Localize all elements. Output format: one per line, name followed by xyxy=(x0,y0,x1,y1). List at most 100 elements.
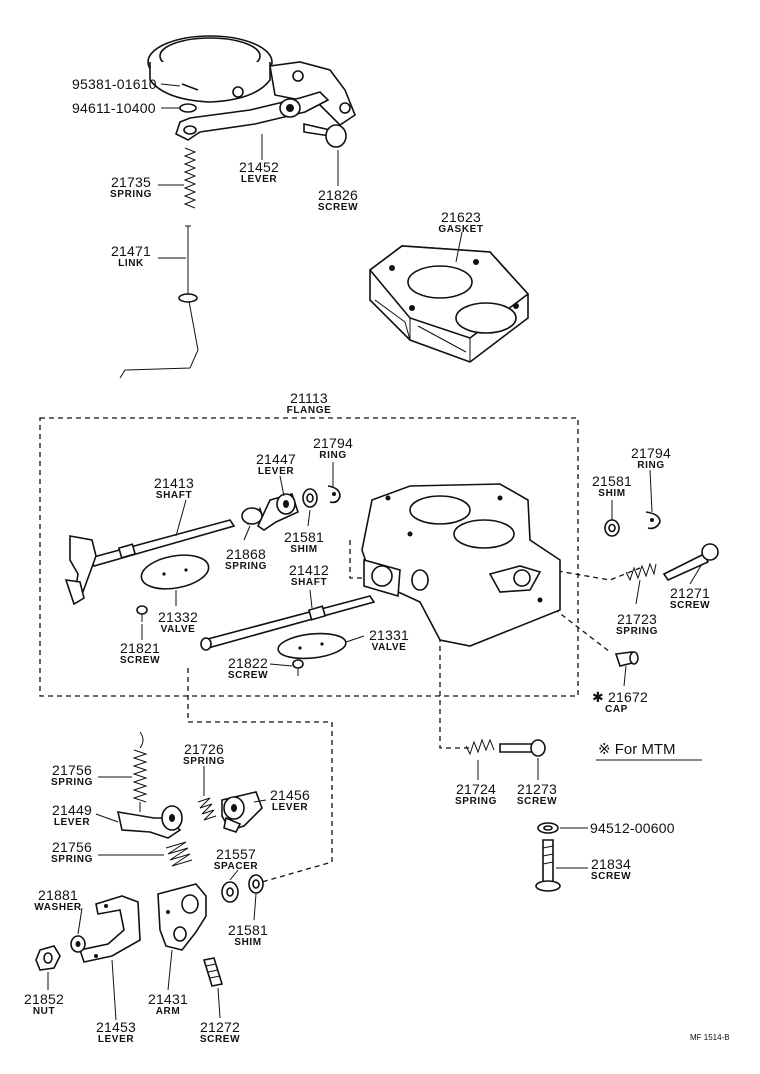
spring-21724-drawing xyxy=(465,738,495,756)
spring-21756-upper-drawing xyxy=(132,731,148,812)
part-number: 21581 xyxy=(228,922,268,938)
nut-21852-drawing xyxy=(35,945,61,971)
part-name: SCREW xyxy=(317,202,359,213)
label-21821: 21821 SCREW xyxy=(120,641,160,666)
footer-code: MF 1514-B xyxy=(690,1033,730,1042)
part-number: 21332 xyxy=(158,609,198,625)
part-name: SHIM xyxy=(234,937,262,948)
spring-21726-drawing xyxy=(197,797,217,821)
part-number: 21794 xyxy=(313,435,353,451)
washer-94512-drawing xyxy=(537,822,559,834)
part-number: 21821 xyxy=(120,640,160,656)
part-name: CAP xyxy=(605,704,628,715)
part-name: SCREW xyxy=(119,655,161,666)
label-21672: ✱ 21672 CAP xyxy=(592,690,648,715)
flange-group-boundary xyxy=(39,417,641,883)
part-name: GASKET xyxy=(438,224,484,235)
lever-21452-drawing xyxy=(175,91,330,141)
part-number: 21724 xyxy=(456,781,496,797)
part-number: 21273 xyxy=(517,781,557,797)
lever-21449-drawing xyxy=(116,805,183,839)
label-21431: 21431 ARM xyxy=(148,992,188,1017)
part-name: SPACER xyxy=(213,861,259,872)
part-name: NUT xyxy=(32,1006,56,1017)
screw-21272-drawing xyxy=(202,957,224,987)
part-name: LEVER xyxy=(240,174,278,185)
screw-21822-drawing xyxy=(292,659,304,676)
label-21822: 21822 SCREW xyxy=(228,656,268,681)
part-name: SPRING xyxy=(183,756,225,767)
label-95381: 95381-01610 xyxy=(72,77,157,91)
label-21331: 21331 VALVE xyxy=(369,628,409,653)
label-21413: 21413 SHAFT xyxy=(154,476,194,501)
label-21735: 21735 SPRING xyxy=(110,175,152,200)
arm-21431-drawing xyxy=(157,883,207,951)
part-number: 21271 xyxy=(670,585,710,601)
label-94512: 94512-00600 xyxy=(590,821,675,835)
label-94611: 94611-10400 xyxy=(72,101,156,115)
part-name: WASHER xyxy=(34,902,82,913)
shaft-21413-drawing xyxy=(64,519,236,606)
part-number: 95381-01610 xyxy=(72,76,157,92)
part-number: 94611-10400 xyxy=(72,100,156,116)
label-21271: 21271 SCREW xyxy=(670,586,710,611)
part-number: 21581 xyxy=(284,529,324,545)
label-21868: 21868 SPRING xyxy=(225,547,267,572)
part-name: SHIM xyxy=(598,488,626,499)
label-21471: 21471 LINK xyxy=(111,244,151,269)
label-21756-upper: 21756 SPRING xyxy=(51,763,93,788)
part-number: 21452 xyxy=(239,159,279,175)
label-21794-right: 21794 RING xyxy=(631,446,671,471)
part-name: SCREW xyxy=(199,1034,241,1045)
label-21581-top: 21581 SHIM xyxy=(284,530,324,555)
part-name: SCREW xyxy=(590,871,632,882)
part-name: SPRING xyxy=(455,796,497,807)
part-number: 21852 xyxy=(24,991,64,1007)
part-name: SPRING xyxy=(51,777,93,788)
part-name: LEVER xyxy=(257,466,295,477)
screw-21826-drawing xyxy=(303,122,347,148)
part-number: 21413 xyxy=(154,475,194,491)
spring-21735-drawing xyxy=(183,147,197,209)
label-21557: 21557 SPACER xyxy=(214,847,259,872)
part-number: 21794 xyxy=(631,445,671,461)
screw-21821-drawing xyxy=(136,605,148,622)
part-name: LINK xyxy=(118,258,144,269)
part-number: 21868 xyxy=(226,546,266,562)
screw-21834-drawing xyxy=(535,839,561,892)
part-name: SPRING xyxy=(110,189,152,200)
label-21724: 21724 SPRING xyxy=(455,782,497,807)
shim-21581-bottom-drawing xyxy=(248,874,264,894)
spring-21723-drawing xyxy=(625,562,657,582)
part-number: 21449 xyxy=(52,802,92,818)
part-name: SHAFT xyxy=(155,490,193,501)
label-21794-inner: 21794 RING xyxy=(313,436,353,461)
label-21332: 21332 VALVE xyxy=(158,610,198,635)
washer-94611-drawing xyxy=(179,103,197,113)
part-number: 21723 xyxy=(617,611,657,627)
part-name: LEVER xyxy=(97,1034,135,1045)
part-name: SHIM xyxy=(290,544,318,555)
part-number: 21834 xyxy=(591,856,631,872)
label-21456: 21456 LEVER xyxy=(270,788,310,813)
part-number: 21726 xyxy=(184,741,224,757)
part-number: 21881 xyxy=(38,887,78,903)
part-number: 21447 xyxy=(256,451,296,467)
label-21273: 21273 SCREW xyxy=(517,782,557,807)
screw-21271-drawing xyxy=(662,543,719,582)
part-name: LEVER xyxy=(53,817,91,828)
part-number: 21453 xyxy=(96,1019,136,1035)
part-name: VALVE xyxy=(371,642,407,653)
valve-21331-drawing xyxy=(277,632,347,660)
part-number: 21822 xyxy=(228,655,268,671)
part-number: 21581 xyxy=(592,473,632,489)
part-number: 21431 xyxy=(148,991,188,1007)
part-number: 21756 xyxy=(52,839,92,855)
note-for-mtm: ※ For MTM xyxy=(598,741,676,758)
label-21723: 21723 SPRING xyxy=(616,612,658,637)
part-number: 21735 xyxy=(111,174,151,190)
part-number: 21272 xyxy=(200,1019,240,1035)
part-name: SCREW xyxy=(516,796,558,807)
gasket-21623-drawing xyxy=(368,245,530,363)
lever-21456-drawing xyxy=(221,791,263,833)
